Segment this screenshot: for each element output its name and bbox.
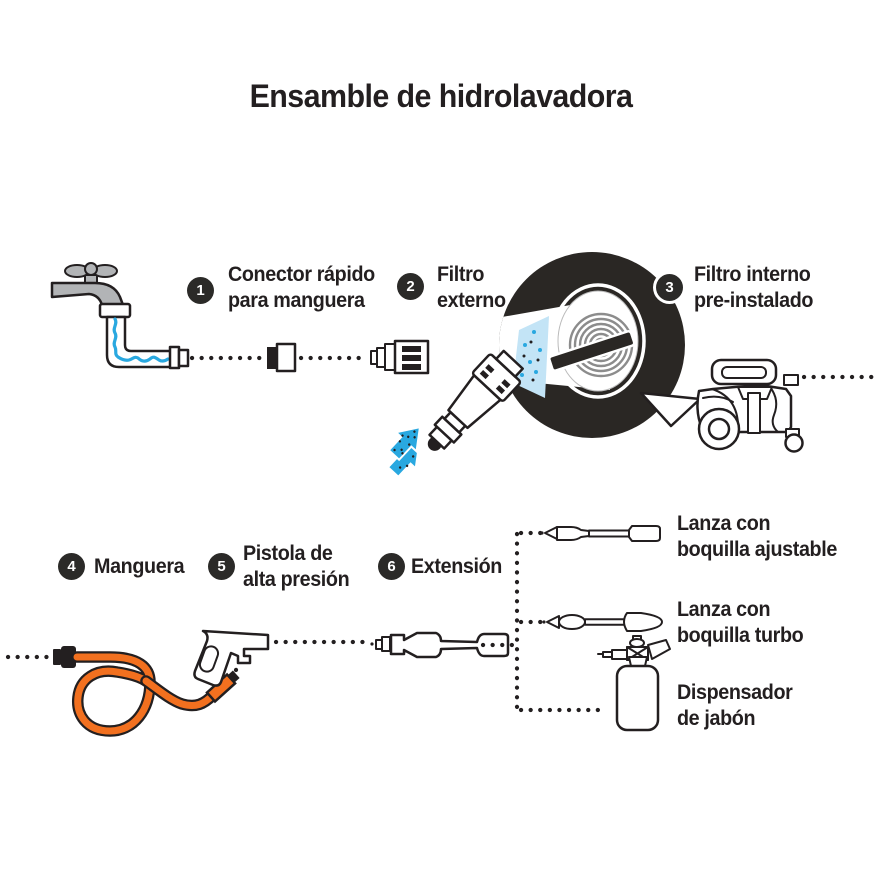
soap-dispenser-illustration	[597, 635, 671, 732]
label-soap-dispenser: Dispensador de jabón	[677, 680, 793, 732]
label-adjustable-lance: Lanza con boquilla ajustable	[677, 511, 837, 563]
label-line: boquilla ajustable	[677, 538, 837, 561]
external-filter-illustration	[427, 349, 524, 451]
label-line: Manguera	[94, 555, 185, 578]
label-line: Pistola de	[243, 542, 333, 565]
step-badge-3: 3	[656, 274, 683, 301]
label-line: para manguera	[228, 289, 365, 312]
step-badge-2: 2	[397, 273, 424, 300]
step-badge-1: 1	[187, 277, 214, 304]
label-line: externo	[437, 289, 506, 312]
spray-gun-illustration	[193, 629, 270, 687]
label-step-2: Filtro externo	[437, 262, 506, 314]
label-step-4: Manguera	[94, 554, 185, 580]
faucet-illustration	[50, 262, 132, 319]
internal-filter-illustration	[548, 283, 646, 399]
label-line: Lanza con	[677, 598, 771, 621]
label-line: Extensión	[411, 555, 502, 578]
label-step-5: Pistola de alta presión	[243, 541, 350, 593]
extension-illustration	[370, 631, 510, 659]
label-line: Dispensador	[677, 681, 793, 704]
label-line: pre-instalado	[694, 289, 814, 312]
pressure-washer-illustration	[696, 358, 804, 453]
step-badge-6: 6	[378, 553, 405, 580]
quick-connector-illustration	[267, 342, 297, 373]
label-turbo-lance: Lanza con boquilla turbo	[677, 597, 804, 649]
label-line: boquilla turbo	[677, 624, 804, 647]
label-line: Lanza con	[677, 512, 771, 535]
filter-adapter-illustration	[370, 339, 430, 375]
label-line: Conector rápido	[228, 263, 375, 286]
magnifier-pointer	[639, 391, 702, 428]
label-line: Filtro	[437, 263, 485, 286]
label-step-3: Filtro interno pre-instalado	[694, 262, 813, 314]
label-line: alta presión	[243, 568, 350, 591]
label-line: de jabón	[677, 707, 756, 730]
high-pressure-hose-illustration	[53, 646, 240, 737]
label-line: Filtro interno	[694, 263, 811, 286]
water-arrows-icon	[386, 425, 422, 479]
water-spray-icon	[513, 316, 549, 398]
label-step-6: Extensión	[411, 554, 502, 580]
spray-droplets-icon	[520, 330, 542, 377]
step-badge-4: 4	[58, 553, 85, 580]
label-step-1: Conector rápido para manguera	[228, 262, 375, 314]
page-title: Ensamble de hidrolavadora	[249, 78, 633, 114]
water-hose-illustration	[105, 315, 190, 370]
step-badge-5: 5	[208, 553, 235, 580]
adjustable-lance-illustration	[540, 525, 661, 542]
turbo-lance-illustration	[542, 612, 663, 632]
